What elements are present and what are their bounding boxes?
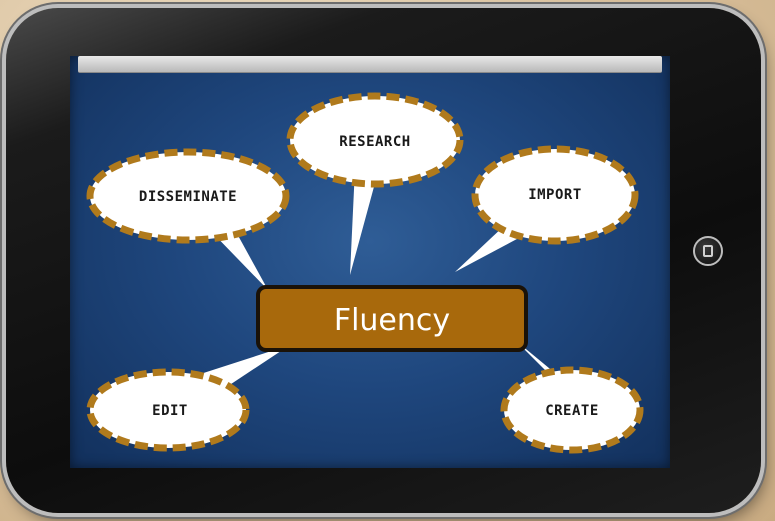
research-bubble	[286, 92, 464, 188]
home-button[interactable]	[693, 236, 723, 266]
edit-label: EDIT	[152, 403, 188, 419]
edit-bubble	[86, 368, 250, 452]
research-label: RESEARCH	[339, 134, 410, 150]
fluency-label: Fluency	[334, 303, 450, 338]
disseminate-label: DISSEMINATE	[139, 189, 237, 205]
disseminate-bubble	[86, 148, 290, 244]
research-tail	[350, 168, 378, 275]
disseminate-tail	[205, 225, 268, 290]
home-icon	[703, 245, 713, 257]
screen-status-bar	[78, 56, 662, 73]
create-bubble	[500, 366, 644, 454]
import-bubble	[471, 145, 639, 245]
fluency-node	[256, 285, 528, 352]
import-label: IMPORT	[528, 187, 582, 203]
create-label: CREATE	[545, 403, 599, 419]
